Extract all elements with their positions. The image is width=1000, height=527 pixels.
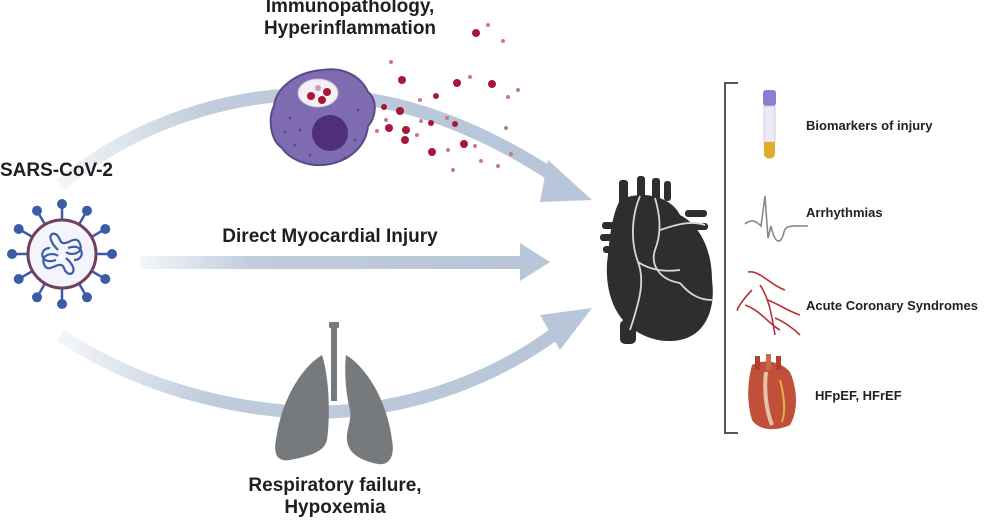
outcome-label-arrhythmias: Arrhythmias xyxy=(806,205,883,220)
immunopathology-label-line2: Hyperinflammation xyxy=(263,18,437,40)
virus-spike-stalk xyxy=(77,282,87,296)
virus-spike-stalk xyxy=(37,282,47,296)
cytokine-particle xyxy=(473,144,477,148)
cytokine-particle xyxy=(501,39,505,43)
straight-arrowhead xyxy=(520,243,550,281)
cytokine-particle xyxy=(452,121,458,127)
cytokine-particle xyxy=(496,164,500,168)
cytokine-particle xyxy=(398,76,406,84)
virus-spike-head xyxy=(57,299,67,309)
cytokine-particle xyxy=(460,140,468,148)
cytokine-particle xyxy=(415,133,419,137)
cytokine-particle xyxy=(488,80,496,88)
immunopathology-label: Immunopathology, Hyperinflammation xyxy=(240,0,460,41)
cytokine-particle xyxy=(509,152,513,156)
cytokine-particle xyxy=(472,29,480,37)
virus-spike-head xyxy=(107,249,117,259)
cytokine-particle xyxy=(486,23,490,27)
respiratory-label: Respiratory failure, Hypoxemia xyxy=(225,475,445,520)
virus-spike-head xyxy=(57,199,67,209)
cytokine-particle xyxy=(428,148,436,156)
outcome-label-acs: Acute Coronary Syndromes xyxy=(806,298,978,313)
virus-spike-stalk xyxy=(90,229,104,239)
immunopathology-label-line1: Immunopathology, xyxy=(265,0,435,17)
cytokine-particle xyxy=(506,95,510,99)
cytokine-particle xyxy=(384,118,388,122)
virus-spike-stalk xyxy=(90,269,104,279)
virus-spike-head xyxy=(100,274,111,284)
respiratory-label-line2: Hypoxemia xyxy=(284,497,386,519)
direct-injury-label: Direct Myocardial Injury xyxy=(222,226,438,247)
upper-arrowhead xyxy=(540,160,592,202)
virus-spike-stalk xyxy=(20,269,34,279)
virus-spike-head xyxy=(100,224,111,234)
cytokine-particle xyxy=(381,104,387,110)
cytokine-particle xyxy=(504,126,508,130)
virus-spike-stalk xyxy=(77,212,87,226)
outcome-label-hf: HFpEF, HFrEF xyxy=(815,388,902,403)
cytokine-particle xyxy=(428,120,434,126)
virus-spike-head xyxy=(13,224,24,234)
cytokine-particle xyxy=(402,126,410,134)
cytokine-particle xyxy=(446,148,450,152)
cytokine-particle xyxy=(516,88,520,92)
virus-spike-head xyxy=(13,274,24,284)
outcome-label-biomarkers: Biomarkers of injury xyxy=(806,118,933,133)
virus-spike-stalk xyxy=(37,212,47,226)
lower-arrowhead xyxy=(540,308,592,350)
cytokine-particle xyxy=(468,75,472,79)
virus-spike-head xyxy=(82,292,92,303)
cytokine-particle xyxy=(375,129,379,133)
cytokine-particle xyxy=(401,136,409,144)
virus-spike-stalk xyxy=(20,229,34,239)
cytokine-particle xyxy=(389,60,393,64)
cytokine-particle xyxy=(445,116,449,120)
cytokine-particle xyxy=(479,159,483,163)
cytokine-particle xyxy=(418,98,422,102)
cytokine-particles xyxy=(375,23,520,172)
cytokine-particle xyxy=(451,168,455,172)
cytokine-particle xyxy=(433,93,439,99)
virus-spike-head xyxy=(82,205,92,216)
respiratory-label-line1: Respiratory failure, xyxy=(248,475,422,496)
virus-spike-head xyxy=(32,205,42,216)
cytokine-particle xyxy=(396,107,404,115)
cytokine-particle xyxy=(453,79,461,87)
source-label: SARS-CoV-2 xyxy=(0,160,113,181)
cytokine-particle xyxy=(419,119,423,123)
virus-spike-head xyxy=(7,249,17,259)
cytokine-particle xyxy=(385,124,393,132)
straight-arrow-shaft xyxy=(140,256,525,269)
lower-arc-arrow xyxy=(56,324,564,419)
virus-spike-head xyxy=(32,292,42,303)
